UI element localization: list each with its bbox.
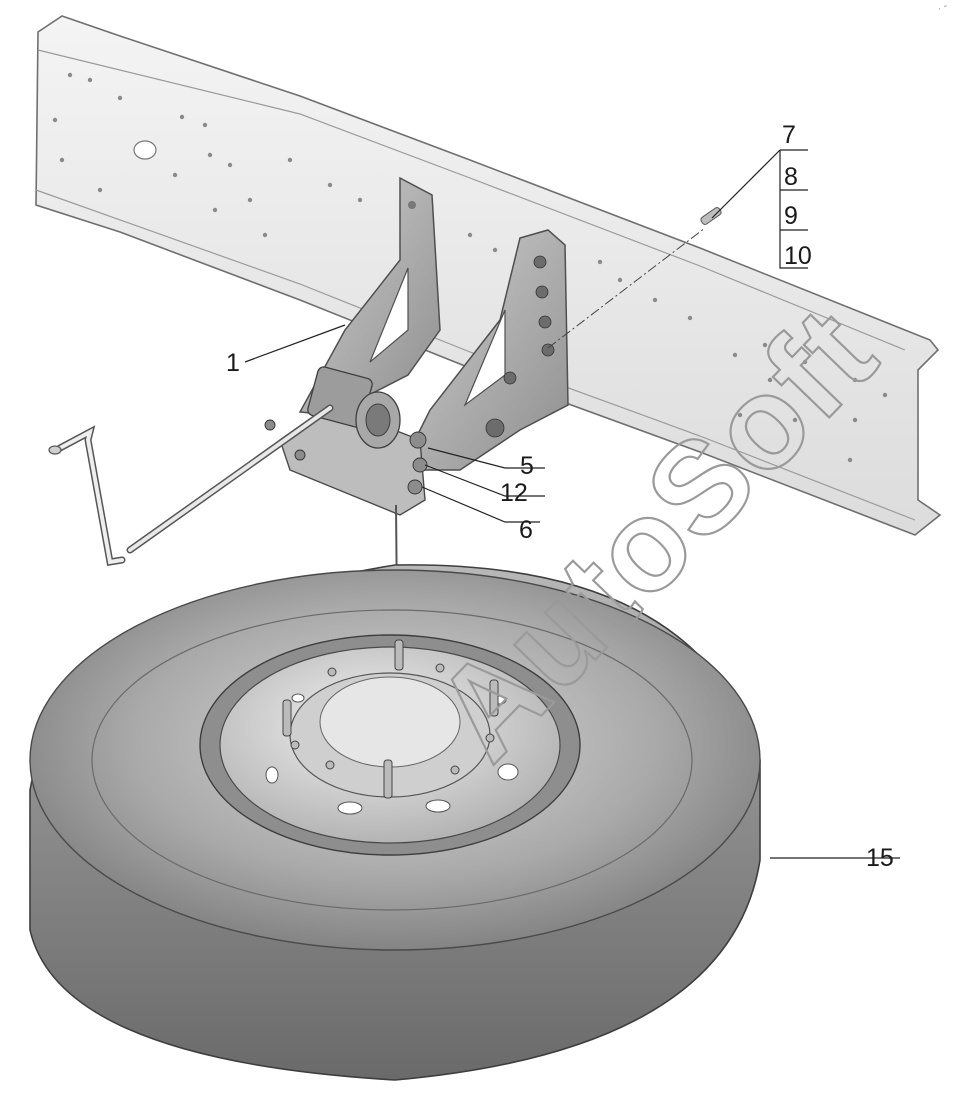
frame-rail <box>35 15 942 536</box>
spare-wheel <box>29 564 761 1081</box>
callout-9: 9 <box>784 202 798 230</box>
crank-handle <box>48 404 334 567</box>
corner-mark: · ″ <box>938 5 948 15</box>
callout-leaders <box>244 149 900 859</box>
callout-12: 12 <box>500 479 528 507</box>
callout-5: 5 <box>520 452 534 480</box>
callout-15: 15 <box>866 844 894 872</box>
callout-1: 1 <box>226 349 240 377</box>
callout-10: 10 <box>784 242 812 270</box>
callout-8: 8 <box>784 163 798 191</box>
carrier-bracket-right <box>398 229 569 471</box>
callout-6: 6 <box>519 516 533 544</box>
winch-assembly <box>264 366 428 516</box>
callouts: 1 7 8 9 10 5 12 6 15 <box>226 121 894 872</box>
callout-7: 7 <box>782 121 796 149</box>
